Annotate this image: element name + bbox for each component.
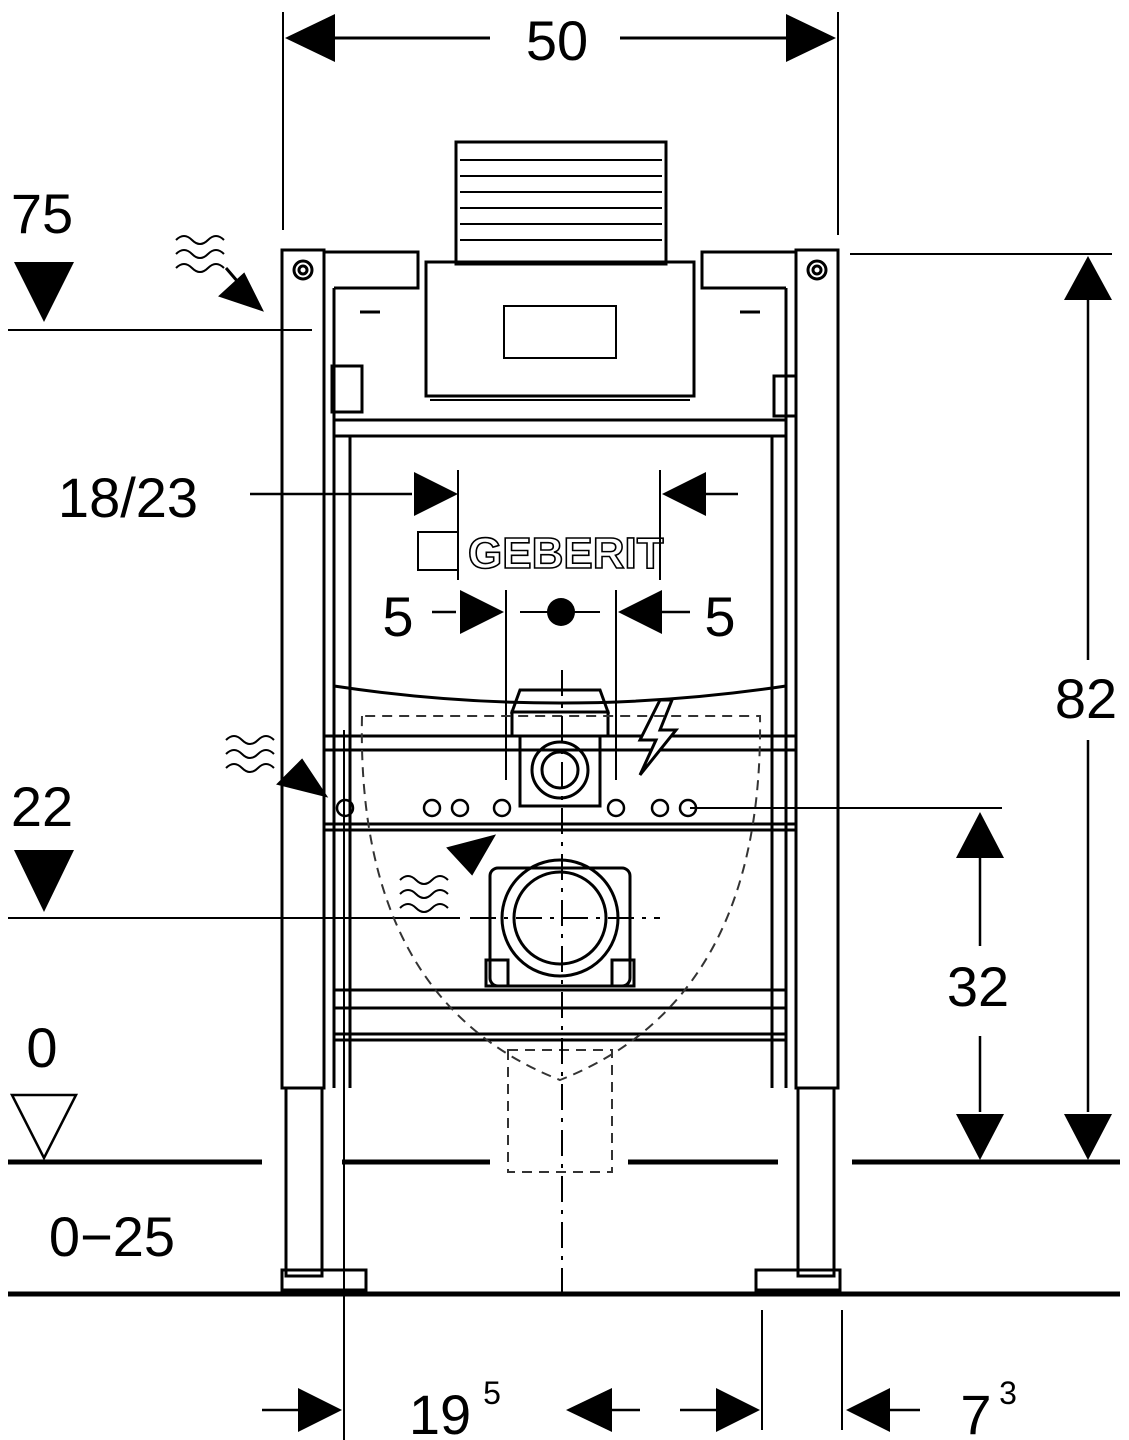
wc-bowl-outline (360, 715, 762, 1173)
floor-lines (8, 1159, 1120, 1297)
dimension-width: 50 (282, 9, 839, 235)
level-75-mark: 75 (8, 182, 312, 331)
dim-5-right-label: 5 (704, 585, 735, 648)
connection-holes (335, 798, 698, 818)
dim-18-23-label: 18/23 (58, 466, 198, 529)
dim-19-label: 19 (409, 1383, 471, 1440)
supply-valve (509, 688, 680, 808)
dimension-18-23: 18/23 (58, 466, 738, 580)
flow-arrows (175, 235, 497, 913)
dim-width-label: 50 (526, 9, 588, 72)
bolt-icon (806, 259, 828, 281)
frame (280, 248, 842, 1292)
electric-icon (637, 698, 680, 776)
brand-logo-text: GEBERIT (468, 529, 664, 578)
dim-7-label: 7 (960, 1383, 991, 1440)
level-outline-triangle-icon (9, 1093, 79, 1161)
level-0-mark: 0 0−25 (9, 1016, 175, 1268)
bolt-icon (292, 259, 314, 281)
drain-outlet (484, 858, 636, 988)
level-down-triangle-icon (14, 262, 74, 322)
brand-logo: GEBERIT (417, 528, 664, 579)
dim-19-sup-label: 5 (483, 1375, 501, 1411)
dim-5-left-label: 5 (382, 585, 413, 648)
dim-32-label: 32 (947, 955, 1009, 1018)
dim-82-label: 82 (1055, 667, 1117, 730)
dim-0-label: 0 (26, 1016, 57, 1079)
dimension-32: 32 (690, 807, 1009, 1160)
dimension-bottom-left: 19 5 (262, 1375, 760, 1440)
dimension-supply: 5 5 (382, 585, 736, 780)
dim-75-label: 75 (11, 182, 73, 245)
dim-adjust-label: 0−25 (49, 1205, 175, 1268)
level-22-mark: 22 (8, 775, 460, 919)
level-down-triangle-icon (14, 850, 74, 912)
dimension-82: 82 (850, 253, 1117, 1160)
dim-22-label: 22 (11, 775, 73, 838)
flush-actuator (424, 140, 696, 401)
dim-7-sup-label: 3 (999, 1375, 1017, 1411)
dimension-bottom-right: 7 3 (846, 1375, 1017, 1440)
